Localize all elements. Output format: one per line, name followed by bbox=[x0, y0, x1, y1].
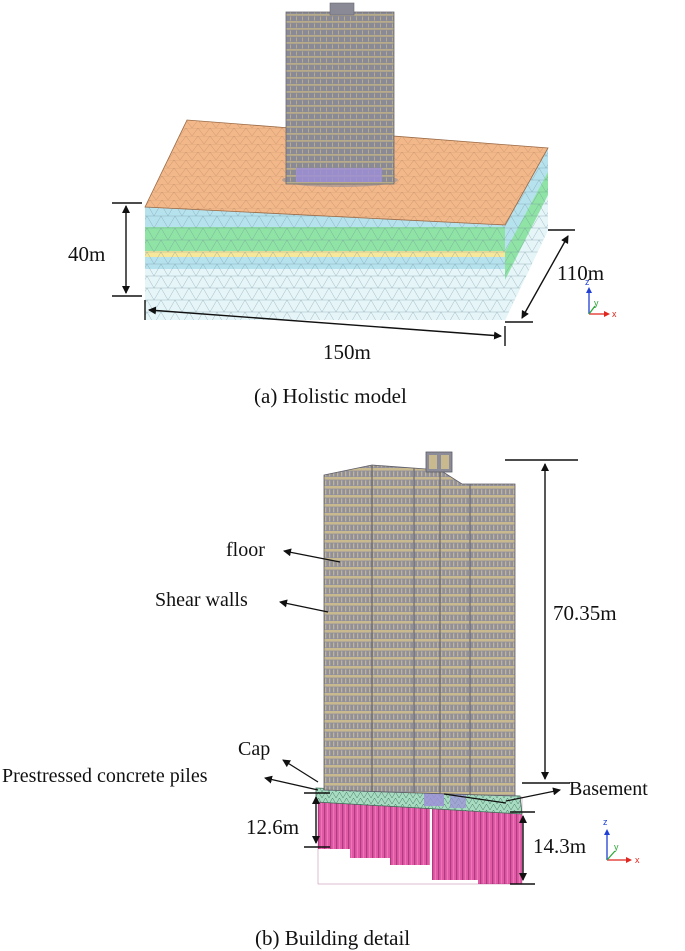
dim-label-height: 40m bbox=[68, 242, 106, 266]
building-detail bbox=[264, 451, 632, 885]
holistic-model bbox=[112, 2, 610, 346]
dim-lines-a bbox=[112, 202, 575, 346]
dim-lines-b bbox=[304, 459, 578, 885]
axis-label-y-b: y bbox=[614, 842, 619, 852]
annotation-arrows bbox=[264, 548, 561, 804]
axis-label-z-b: z bbox=[603, 817, 608, 827]
dim-label-pile-left: 12.6m bbox=[246, 815, 300, 839]
axis-label-z-a: z bbox=[585, 277, 590, 287]
axis-label-x-a: x bbox=[612, 309, 617, 319]
tower-model bbox=[282, 2, 398, 187]
pile-group bbox=[317, 796, 523, 885]
building-tower bbox=[323, 451, 516, 797]
dim-label-depth: 110m bbox=[557, 261, 605, 285]
caption-a: (a) Holistic model bbox=[254, 384, 407, 408]
dim-label-building-height: 70.35m bbox=[553, 601, 617, 625]
dim-label-width: 150m bbox=[323, 340, 371, 364]
caption-b: (b) Building detail bbox=[255, 926, 411, 950]
label-floor: floor bbox=[226, 539, 265, 561]
soil-layers-front bbox=[145, 206, 505, 320]
dim-label-pile-right: 14.3m bbox=[533, 834, 587, 858]
axis-label-y-a: y bbox=[594, 298, 599, 308]
axis-label-x-b: x bbox=[635, 855, 640, 865]
label-basement: Basement bbox=[569, 778, 648, 800]
axis-triad-a bbox=[586, 287, 610, 317]
label-shear-walls: Shear walls bbox=[155, 589, 248, 611]
axis-triad-b bbox=[604, 829, 632, 863]
label-cap: Cap bbox=[238, 738, 271, 760]
label-piles: Prestressed concrete piles bbox=[2, 765, 208, 787]
